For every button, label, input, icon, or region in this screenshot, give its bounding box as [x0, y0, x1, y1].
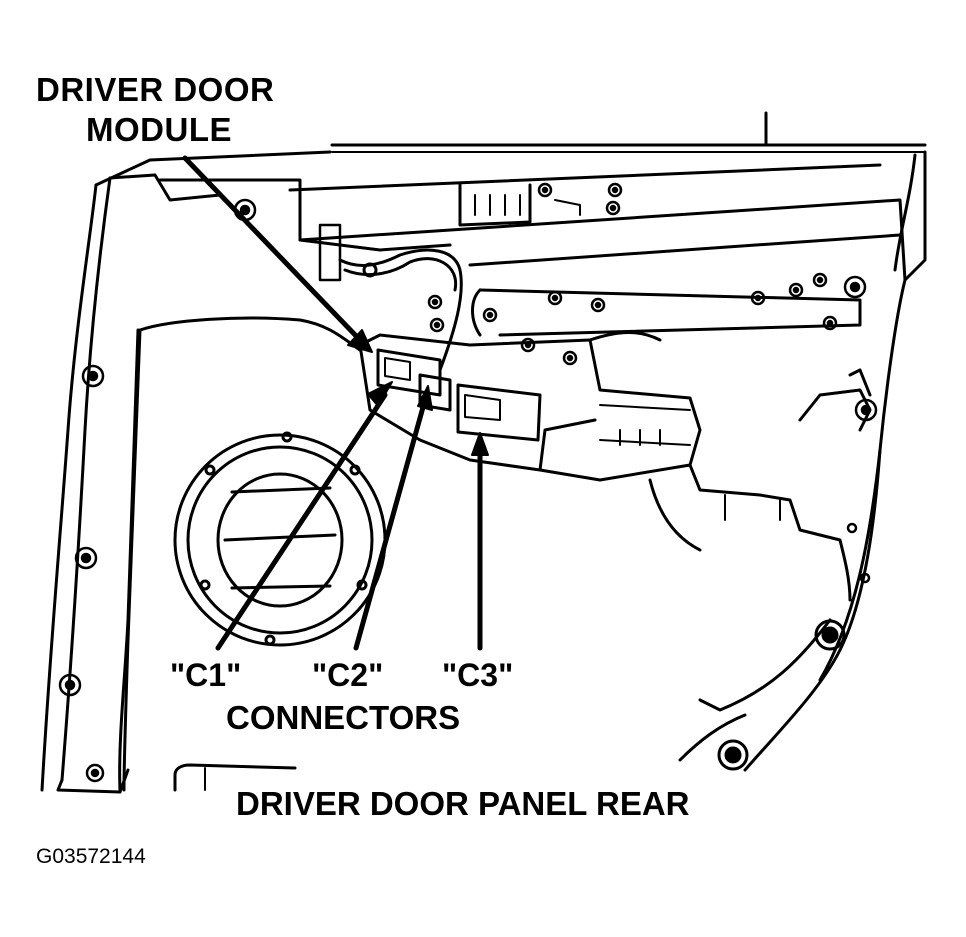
figure-id: G03572144	[36, 845, 146, 868]
connector-c3-label: "C3"	[442, 657, 514, 693]
door-panel-outline	[40, 150, 927, 794]
wiring-harness	[318, 223, 463, 372]
connector-c3	[456, 383, 542, 442]
connector-c1	[376, 348, 442, 397]
c1-leader	[215, 392, 388, 651]
fasteners	[58, 182, 878, 783]
panel-rear-caption: DRIVER DOOR PANEL REAR	[236, 785, 690, 822]
door-module-body	[358, 331, 702, 482]
module-leader	[182, 155, 363, 343]
module-title-line1: DRIVER DOOR	[36, 71, 275, 108]
hinge-mounts	[717, 619, 846, 771]
module-title-line2: MODULE	[86, 111, 232, 148]
speaker	[173, 431, 387, 647]
lower-bracket	[173, 763, 297, 792]
connector-c1-label: "C1"	[170, 657, 242, 693]
window-frame	[330, 111, 927, 153]
connector-c2	[418, 373, 452, 412]
liner-panel	[122, 316, 362, 792]
callout-arrows	[182, 155, 489, 651]
c2-leader	[353, 397, 428, 651]
window-regulator-rail	[158, 163, 907, 337]
connector-c2-label: "C2"	[312, 657, 384, 693]
connectors-label: CONNECTORS	[226, 699, 461, 736]
lower-reinforcement	[648, 368, 872, 762]
